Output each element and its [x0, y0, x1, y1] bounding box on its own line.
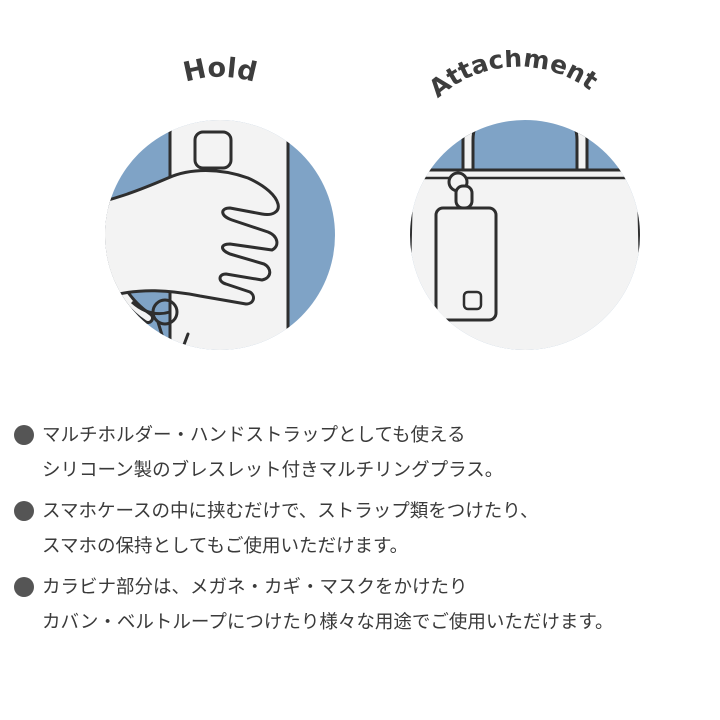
feature-line: スマホケースの中に挟むだけで、ストラップ類をつけたり、	[42, 501, 539, 522]
attachment-label: Attachment	[423, 50, 603, 103]
feature-item: カラビナ部分は、メガネ・カギ・マスクをかけたり カバン・ベルトループにつけたり様…	[14, 570, 714, 640]
feature-list: マルチホルダー・ハンドストラップとしても使える シリコーン製のブレスレット付きマ…	[14, 418, 714, 646]
hold-label: Hold	[180, 53, 260, 89]
bullet-dot-icon	[14, 501, 34, 521]
feature-item: マルチホルダー・ハンドストラップとしても使える シリコーン製のブレスレット付きマ…	[14, 418, 714, 488]
bullet-dot-icon	[14, 577, 34, 597]
feature-line: スマホの保持としてもご使用いただけます。	[42, 536, 409, 557]
hand-icon	[105, 169, 280, 308]
hold-graphic: Hold	[105, 53, 335, 350]
feature-line: カバン・ベルトループにつけたり様々な用途でご使用いただけます。	[42, 612, 614, 633]
camera-icon	[193, 130, 233, 170]
feature-text: スマホケースの中に挟むだけで、ストラップ類をつけたり、 スマホの保持としてもご使…	[42, 494, 539, 564]
attachment-graphic: Attachment	[410, 50, 640, 350]
hold-illustration: Hold	[70, 50, 370, 380]
feature-line: マルチホルダー・ハンドストラップとしても使える	[42, 425, 466, 446]
feature-text: カラビナ部分は、メガネ・カギ・マスクをかけたり カバン・ベルトループにつけたり様…	[42, 570, 613, 640]
feature-item: スマホケースの中に挟むだけで、ストラップ類をつけたり、 スマホの保持としてもご使…	[14, 494, 714, 564]
camera-icon	[462, 290, 483, 311]
feature-text: マルチホルダー・ハンドストラップとしても使える シリコーン製のブレスレット付きマ…	[42, 418, 503, 488]
feature-line: シリコーン製のブレスレット付きマルチリングプラス。	[42, 460, 504, 481]
feature-line: カラビナ部分は、メガネ・カギ・マスクをかけたり	[42, 577, 468, 598]
bullet-dot-icon	[14, 425, 34, 445]
attachment-illustration: Attachment	[360, 50, 660, 380]
phone-tag-icon	[434, 206, 498, 322]
